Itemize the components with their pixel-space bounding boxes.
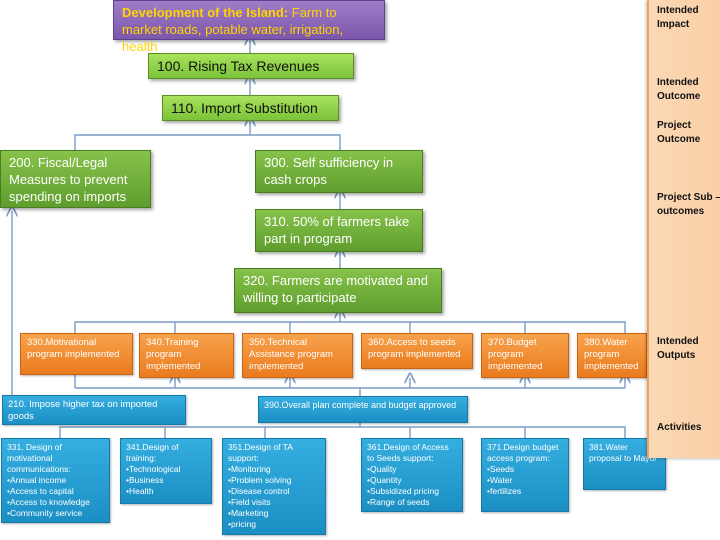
project-300-label: 300. Self sufficiency in cash crops bbox=[264, 155, 394, 187]
activity-351-item: •pricing bbox=[228, 519, 257, 529]
activity-351-item: •Monitoring bbox=[228, 464, 271, 474]
activity-371-title: 371.Design budget access program: bbox=[487, 442, 559, 463]
activity-331-title: 331. Design of motivational communicatio… bbox=[7, 442, 71, 474]
label-project-outcome: Project Outcome bbox=[657, 120, 701, 145]
outcome-100-label: 100. Rising Tax Revenues bbox=[157, 58, 320, 74]
activity-361-item: •Quality bbox=[367, 464, 397, 474]
label-intended-outcome: Intended Outcome bbox=[657, 77, 701, 102]
outcome-110-label: 110. Import Substitution bbox=[171, 100, 318, 116]
output-350-label: 350.Technical Assistance program impleme… bbox=[249, 337, 333, 372]
activity-341-item: •Business bbox=[126, 475, 164, 485]
output-380-box: 380.Water program implemented bbox=[577, 333, 647, 378]
activity-351-item: •Field visits bbox=[228, 497, 271, 507]
activity-361-item: •Quantity bbox=[367, 475, 402, 485]
activity-341-item: •Health bbox=[126, 486, 154, 496]
activity-361-item: •Range of seeds bbox=[367, 497, 430, 507]
activity-351-item: •Problem solving bbox=[228, 475, 292, 485]
activity-371-item: •Water bbox=[487, 475, 513, 485]
activity-381-box: 381.Water proposal to Mayor bbox=[583, 438, 666, 490]
activity-371-box: 371.Design budget access program: •Seeds… bbox=[481, 438, 569, 512]
output-350-box: 350.Technical Assistance program impleme… bbox=[242, 333, 353, 378]
output-330-box: 330.Motivational program implemented bbox=[20, 333, 133, 375]
activity-390-box: 390.Overall plan complete and budget app… bbox=[258, 396, 468, 423]
output-380-label: 380.Water program implemented bbox=[584, 337, 639, 372]
activity-390-label: 390.Overall plan complete and budget app… bbox=[264, 400, 457, 410]
impact-text: Farm to market roads, potable water, irr… bbox=[122, 5, 344, 54]
activity-341-box: 341.Design of training: •Technological •… bbox=[120, 438, 212, 504]
sub-310-label: 310. 50% of farmers take part in program bbox=[264, 214, 410, 246]
intended-impact-box: Development of the Island: Farm to marke… bbox=[113, 0, 385, 54]
level-sidebar: Intended Impact Intended Outcome Project… bbox=[647, 0, 720, 458]
output-340-label: 340.Training program implemented bbox=[146, 337, 201, 372]
activity-331-box: 331. Design of motivational communicatio… bbox=[1, 438, 110, 523]
activity-381-title: 381.Water proposal to Mayor bbox=[589, 442, 658, 463]
sub-320-label: 320. Farmers are motivated and willing t… bbox=[243, 273, 428, 305]
activity-331-item: •Access to knowledge bbox=[7, 497, 90, 507]
activity-361-box: 361.Design of Access to Seeds support: •… bbox=[361, 438, 463, 512]
activity-331-item: •Annual income bbox=[7, 475, 67, 485]
output-370-label: 370.Budget program implemented bbox=[488, 337, 543, 372]
activity-341-title: 341.Design of training: bbox=[126, 442, 179, 463]
sub-outcome-320-box: 320. Farmers are motivated and willing t… bbox=[234, 268, 442, 313]
output-330-label: 330.Motivational program implemented bbox=[27, 337, 120, 360]
activity-210-label: 210. Impose higher tax on imported goods bbox=[8, 399, 158, 422]
activity-351-item: •Disease control bbox=[228, 486, 290, 496]
activity-331-item: •Access to capital bbox=[7, 486, 74, 496]
output-340-box: 340.Training program implemented bbox=[139, 333, 234, 378]
label-activities: Activities bbox=[657, 422, 702, 433]
output-370-box: 370.Budget program implemented bbox=[481, 333, 569, 378]
output-360-box: 360.Access to seeds program implemented bbox=[361, 333, 473, 369]
label-intended-outputs: Intended Outputs bbox=[657, 336, 699, 361]
activity-341-item: •Technological bbox=[126, 464, 181, 474]
activity-351-item: •Marketing bbox=[228, 508, 269, 518]
sub-outcome-310-box: 310. 50% of farmers take part in program bbox=[255, 209, 423, 252]
activity-361-item: •Subsidized pricing bbox=[367, 486, 439, 496]
impact-title: Development of the Island: bbox=[122, 5, 289, 20]
activity-210-box: 210. Impose higher tax on imported goods bbox=[2, 395, 186, 425]
outcome-100-box: 100. Rising Tax Revenues bbox=[148, 53, 354, 79]
label-intended-impact: Intended Impact bbox=[657, 5, 699, 30]
project-outcome-200-box: 200. Fiscal/Legal Measures to prevent sp… bbox=[0, 150, 151, 208]
activity-351-box: 351.Design of TA support: •Monitoring •P… bbox=[222, 438, 326, 535]
activity-331-item: •Community service bbox=[7, 508, 83, 518]
project-200-label: 200. Fiscal/Legal Measures to prevent sp… bbox=[9, 155, 128, 204]
outcome-110-box: 110. Import Substitution bbox=[162, 95, 339, 121]
output-360-label: 360.Access to seeds program implemented bbox=[368, 337, 461, 360]
project-outcome-300-box: 300. Self sufficiency in cash crops bbox=[255, 150, 423, 193]
activity-371-item: •Seeds bbox=[487, 464, 515, 474]
activity-361-title: 361.Design of Access to Seeds support: bbox=[367, 442, 449, 463]
activity-351-title: 351.Design of TA support: bbox=[228, 442, 293, 463]
activity-371-item: •fertilizes bbox=[487, 486, 522, 496]
label-project-sub-outcomes: Project Sub – outcomes bbox=[657, 192, 720, 217]
